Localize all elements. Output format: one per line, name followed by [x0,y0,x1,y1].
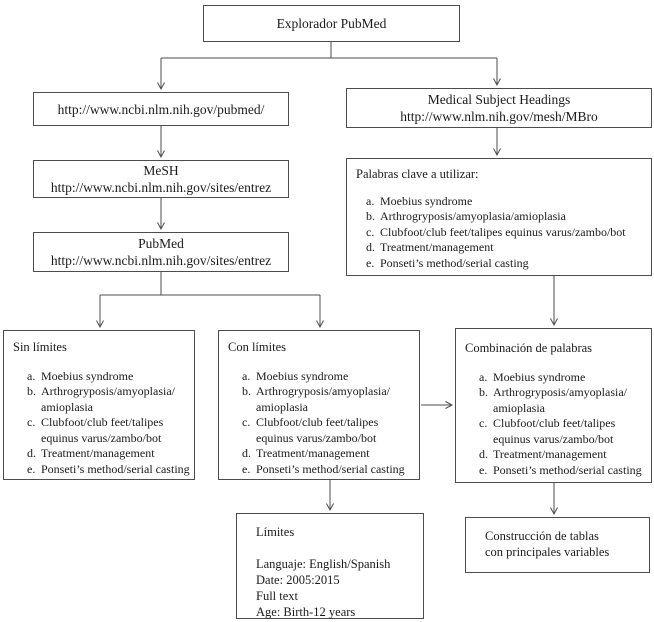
construccion-line1: Construcción de tablas [485,529,599,543]
keyword-item: d. Treatment/management [366,240,648,256]
keyword-item-text: Ponseti’s method/serial casting [41,461,190,476]
keyword-item-text: Moebius syndrome [493,369,586,384]
keyword-item-marker: a. [242,368,251,383]
construccion-line2: con principales variables [485,545,610,559]
box-limites: Límites Languaje: English/Spanish Date: … [236,513,424,619]
box-mesh: MeSH http://www.ncbi.nlm.nih.gov/sites/e… [33,160,289,198]
keyword-item: b. Arthrogryposis/amyoplasia/​amioplasia [242,384,416,415]
box-pubmed: PubMed http://www.ncbi.nlm.nih.gov/sites… [33,232,289,272]
keyword-item-text: Clubfoot/club feet/talipes equinus varus… [41,415,164,445]
keyword-item-marker: e. [27,461,36,476]
box-limites-title: Límites [256,525,295,539]
keyword-item-marker: e. [242,461,251,476]
box-mesh-headings-title: Medical Subject Headings [427,92,571,107]
box-construccion: Construcción de tablas con principales v… [465,517,650,573]
keyword-item: e. Ponseti’s method/serial casting [479,463,648,479]
limites-age: Age: Birth-12 years [256,605,356,619]
keyword-item: d. Treatment/management [479,447,648,463]
keyword-item-marker: d. [366,240,375,254]
keyword-item-text: Clubfoot/club feet/talipes equinus varus… [380,224,626,239]
keyword-item: a. Moebius syndrome [479,370,648,386]
box-palabras-clave: Palabras clave a utilizar: a. Moebius sy… [346,158,652,276]
keyword-item: a. Moebius syndrome [27,369,191,385]
keyword-item: d. Treatment/management [242,446,416,462]
keyword-item-text: Treatment/management [256,446,370,460]
keyword-item: d. Treatment/management [27,446,191,462]
box-pubmed-url-label: http://www.ncbi.nlm.nih.gov/pubmed/ [57,101,265,117]
box-mesh-url: http://www.ncbi.nlm.nih.gov/sites/entrez [50,180,272,195]
keyword-item-text: Arthrogryposis/amyoplasia/​amioplasia [256,384,390,414]
keyword-list: a. Moebius syndrome b. Arthrogryposis/am… [479,370,648,479]
keyword-item: e. Ponseti’s method/serial casting [27,462,191,478]
keyword-item: e. Ponseti’s method/serial casting [366,256,648,272]
keyword-item-marker: b. [27,384,36,398]
keyword-item-text: Ponseti’s method/serial casting [493,462,642,477]
keyword-item-text: Treatment/management [493,447,607,461]
keyword-item-marker: e. [479,462,488,477]
keyword-item-text: Ponseti’s method/serial casting [256,461,405,476]
keyword-item-marker: d. [479,447,488,461]
keyword-list: a. Moebius syndrome b. Arthrogryposis/am… [366,194,648,272]
keyword-item-text: Moebius syndrome [41,368,134,383]
keyword-item: c. Clubfoot/club feet/talipes equinus va… [479,416,648,447]
keyword-item-text: Clubfoot/club feet/talipes equinus varus… [256,415,379,445]
keyword-item-text: Moebius syndrome [380,193,473,208]
keyword-item: c. Clubfoot/club feet/talipes equinus va… [27,415,191,446]
keyword-item-text: Ponseti’s method/serial casting [380,255,529,270]
keyword-item-text: Arthrogryposis/amyoplasia/​amioplasia [380,209,566,223]
keyword-item-marker: c. [27,415,36,429]
keyword-item: c. Clubfoot/club feet/talipes equinus va… [366,225,648,241]
box-combinacion: Combinación de palabras a. Moebius syndr… [455,328,652,483]
keyword-item-text: Treatment/management [380,240,494,254]
keyword-item-marker: b. [366,209,375,223]
box-mesh-title: MeSH [143,163,179,178]
box-con-limites: Con límites a. Moebius syndrome b. Arthr… [218,330,420,480]
keyword-item-text: Moebius syndrome [256,368,349,383]
keyword-item-text: Arthrogryposis/amyoplasia/​amioplasia [493,385,627,415]
keyword-item: b. Arthrogryposis/amyoplasia/​amioplasia [479,385,648,416]
box-mesh-headings-url: http://www.nlm.nih.gov/mesh/MBro [400,109,598,124]
keyword-item: c. Clubfoot/club feet/talipes equinus va… [242,415,416,446]
box-sin-limites: Sin límites a. Moebius syndrome b. Arthr… [3,330,195,480]
box-palabras-clave-title: Palabras clave a utilizar: [356,167,479,181]
box-pubmed-title: PubMed [138,236,184,251]
keyword-item-marker: b. [479,385,488,399]
box-sin-limites-title: Sin límites [13,340,67,354]
keyword-list: a. Moebius syndrome b. Arthrogryposis/am… [27,369,191,478]
keyword-item: b. Arthrogryposis/amyoplasia/​amioplasia [366,209,648,225]
keyword-item-marker: d. [242,446,251,460]
box-con-limites-title: Con límites [228,340,286,354]
box-explorador-pubmed: Explorador PubMed [203,5,460,42]
keyword-item-marker: a. [366,193,375,208]
box-mesh-headings: Medical Subject Headings http://www.nlm.… [346,88,652,128]
limites-date: Date: 2005:2015 [256,573,340,587]
keyword-item-marker: e. [366,255,375,270]
keyword-item-text: Treatment/management [41,446,155,460]
keyword-item-marker: a. [479,369,488,384]
keyword-item-marker: c. [242,415,251,429]
keyword-item-marker: b. [242,384,251,398]
box-combinacion-title: Combinación de palabras [465,341,593,355]
keyword-item-marker: a. [27,368,36,383]
keyword-item: a. Moebius syndrome [242,369,416,385]
box-pubmed-url2: http://www.ncbi.nlm.nih.gov/sites/entrez [50,253,272,268]
keyword-item: b. Arthrogryposis/amyoplasia/​amioplasia [27,384,191,415]
keyword-item: e. Ponseti’s method/serial casting [242,462,416,478]
keyword-item-text: Clubfoot/club feet/talipes equinus varus… [493,416,616,446]
keyword-list: a. Moebius syndrome b. Arthrogryposis/am… [242,369,416,478]
keyword-item: a. Moebius syndrome [366,194,648,210]
keyword-item-text: Arthrogryposis/amyoplasia/​amioplasia [41,384,175,414]
box-pubmed-url: http://www.ncbi.nlm.nih.gov/pubmed/ [33,92,289,126]
keyword-item-marker: c. [366,224,375,239]
keyword-item-marker: d. [27,446,36,460]
keyword-item-marker: c. [479,416,488,430]
limites-fulltext: Full text [256,589,299,603]
limites-language: Languaje: English/Spanish [256,557,391,571]
box-explorador-label: Explorador PubMed [276,16,387,31]
